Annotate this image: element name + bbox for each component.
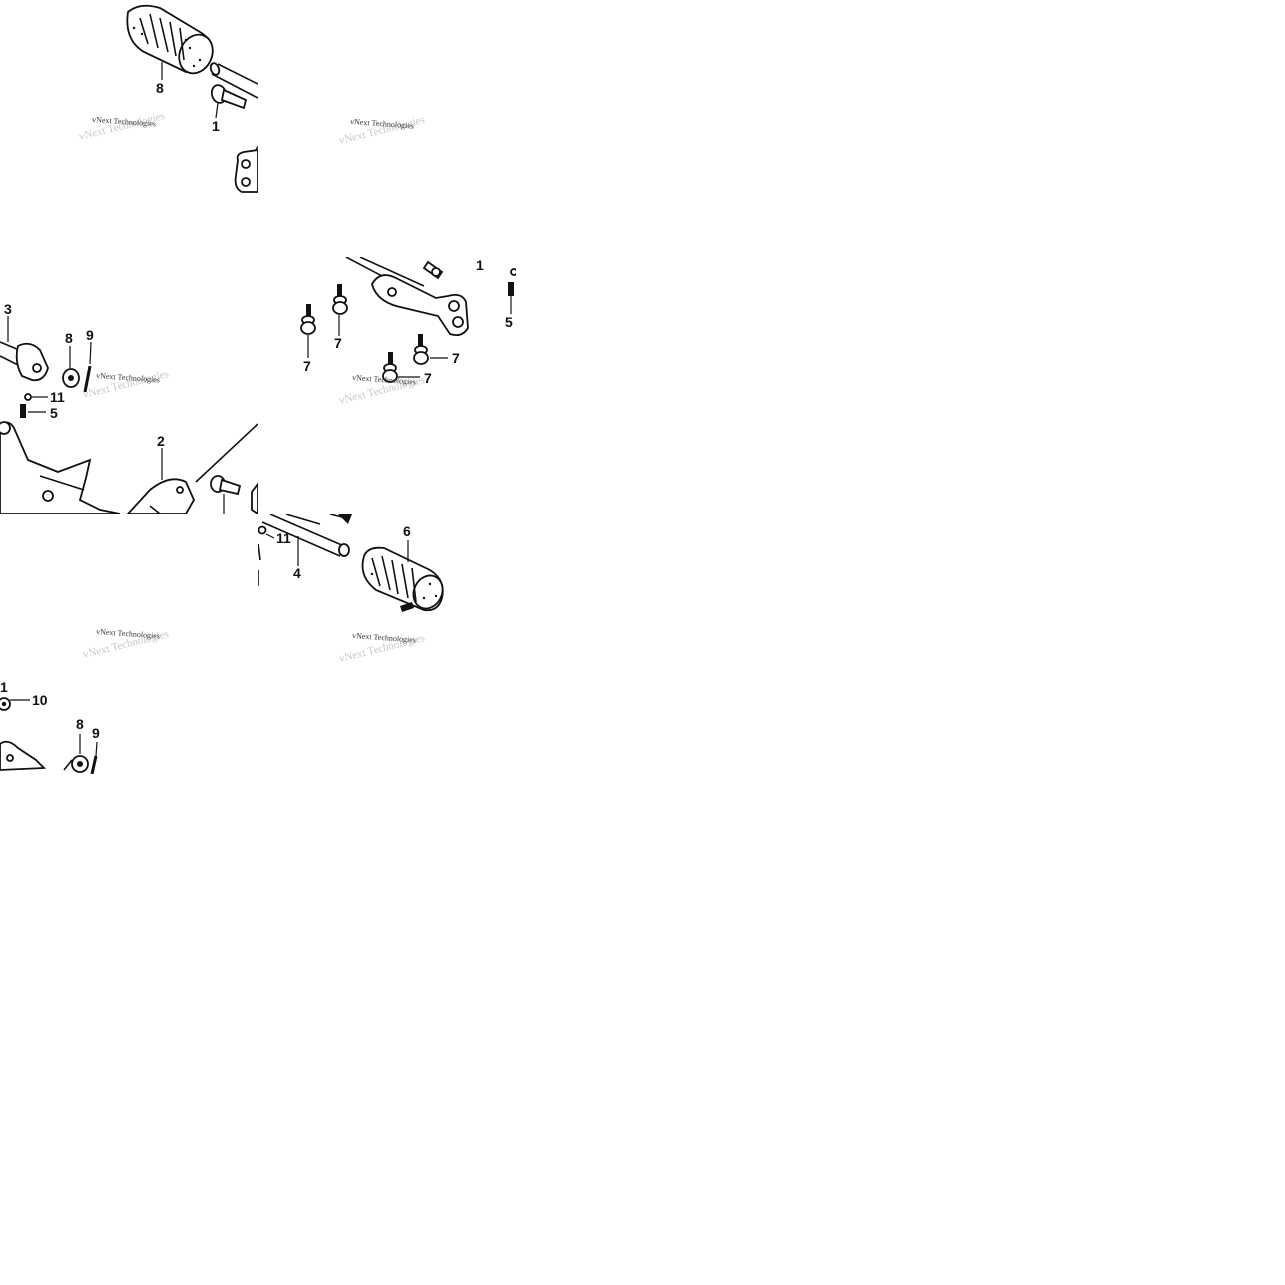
callout-4: 4 (293, 565, 301, 581)
bracket-part (234, 149, 258, 193)
washer-part (62, 368, 80, 388)
tile-step-mount-bolts: 1 5 7 7 (300, 257, 516, 407)
shaft-part (0, 740, 47, 771)
callout-7: 7 (452, 350, 460, 366)
nut-part (0, 697, 11, 711)
callout-3: 3 (4, 301, 12, 317)
watermark: vNext Technologies (352, 373, 416, 386)
callout-1: 1 (0, 679, 8, 695)
watermark: vNext Technologies (92, 115, 156, 128)
callout-8: 8 (76, 716, 84, 732)
callout-9: 9 (86, 327, 94, 343)
callout-7: 7 (303, 358, 311, 374)
callout-9: 9 (92, 725, 100, 741)
step-bar (261, 514, 350, 557)
tile-blank: vNext Technologies vNext Technologies (82, 627, 170, 661)
callout-5: 5 (50, 405, 58, 421)
watermark: vNext Technologies (96, 371, 160, 384)
shaft-part (0, 341, 49, 382)
callout-2: 2 (157, 433, 165, 449)
pin-part (210, 84, 248, 110)
callout-7: 7 (424, 370, 432, 386)
ring-part (258, 525, 267, 535)
step-bracket-part (0, 421, 196, 514)
tile-lower-step-parts: 1 10 8 9 (0, 679, 100, 774)
callout-5: 5 (505, 314, 513, 330)
front-arrow-icon (255, 145, 258, 150)
callout-1: 1 (212, 118, 220, 134)
pin-part (210, 475, 242, 514)
bolt-part (332, 284, 348, 315)
spring-part (508, 268, 516, 296)
bolt-part (382, 352, 398, 383)
watermark: vNext Technologies (96, 627, 160, 640)
bolt-part (413, 334, 429, 365)
cotter-pin-part (83, 365, 92, 393)
callout-11: 11 (50, 389, 65, 405)
watermark-right: vNext Technologies (350, 117, 414, 130)
tile-front-step: 11 4 6 vNext Technologies vNext Technolo… (258, 514, 444, 665)
watermark: vNext Technologies (352, 631, 416, 644)
callout-7: 7 (334, 335, 342, 351)
fr-label: FR. (278, 106, 305, 131)
step-rubber-part (126, 4, 214, 75)
step-rubber-part (361, 546, 444, 612)
callout-10: 10 (32, 692, 48, 708)
spring-part (20, 404, 26, 418)
tile-rear-step-assembly: 8 1 FR. (78, 4, 426, 193)
cotter-pin-part (90, 755, 98, 774)
step-bar (209, 62, 258, 99)
bolt-part (300, 304, 316, 335)
callout-6: 6 (403, 523, 411, 539)
tile-step-bar-assembly: 3 8 9 11 5 (0, 301, 258, 514)
callout-8: 8 (156, 80, 164, 96)
callout-1: 1 (476, 257, 484, 273)
callout-11: 11 (276, 530, 291, 546)
ring-part (24, 393, 32, 401)
step-holder-part (345, 257, 469, 337)
washer-part (63, 755, 89, 773)
callout-8: 8 (65, 330, 73, 346)
